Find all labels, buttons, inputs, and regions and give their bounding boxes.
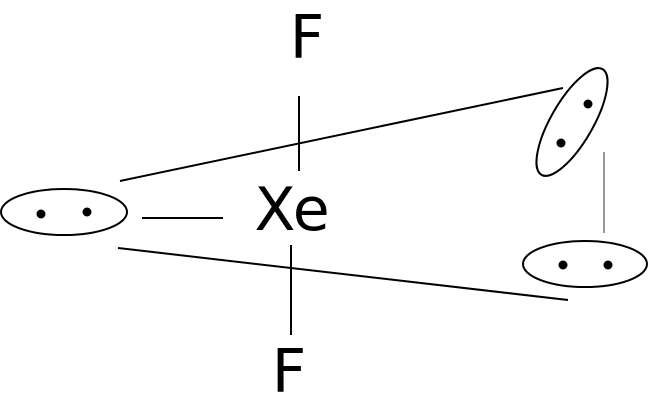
lone-pair-lower-right-lobe — [522, 240, 648, 288]
electron-dot — [36, 209, 46, 219]
electron-dot — [583, 99, 593, 109]
lone-pair-upper-right — [535, 67, 609, 177]
bottom-fluorine-label: F — [272, 337, 307, 407]
edge-left-to-lower-right — [117, 247, 569, 301]
electron-dot — [82, 207, 92, 217]
lone-pair-left-lobe — [0, 188, 128, 236]
lone-pair-upper-right-lobe — [535, 67, 609, 177]
edge-left-to-upper-right — [119, 87, 564, 182]
electron-dot — [558, 260, 568, 270]
electron-dot — [603, 260, 613, 270]
electron-dot — [556, 138, 566, 148]
lone-pair-lower-right — [522, 240, 648, 288]
top-fluorine-label: F — [290, 3, 325, 73]
xenon-label: Xe — [254, 175, 329, 245]
lone-pair-left — [0, 188, 128, 236]
